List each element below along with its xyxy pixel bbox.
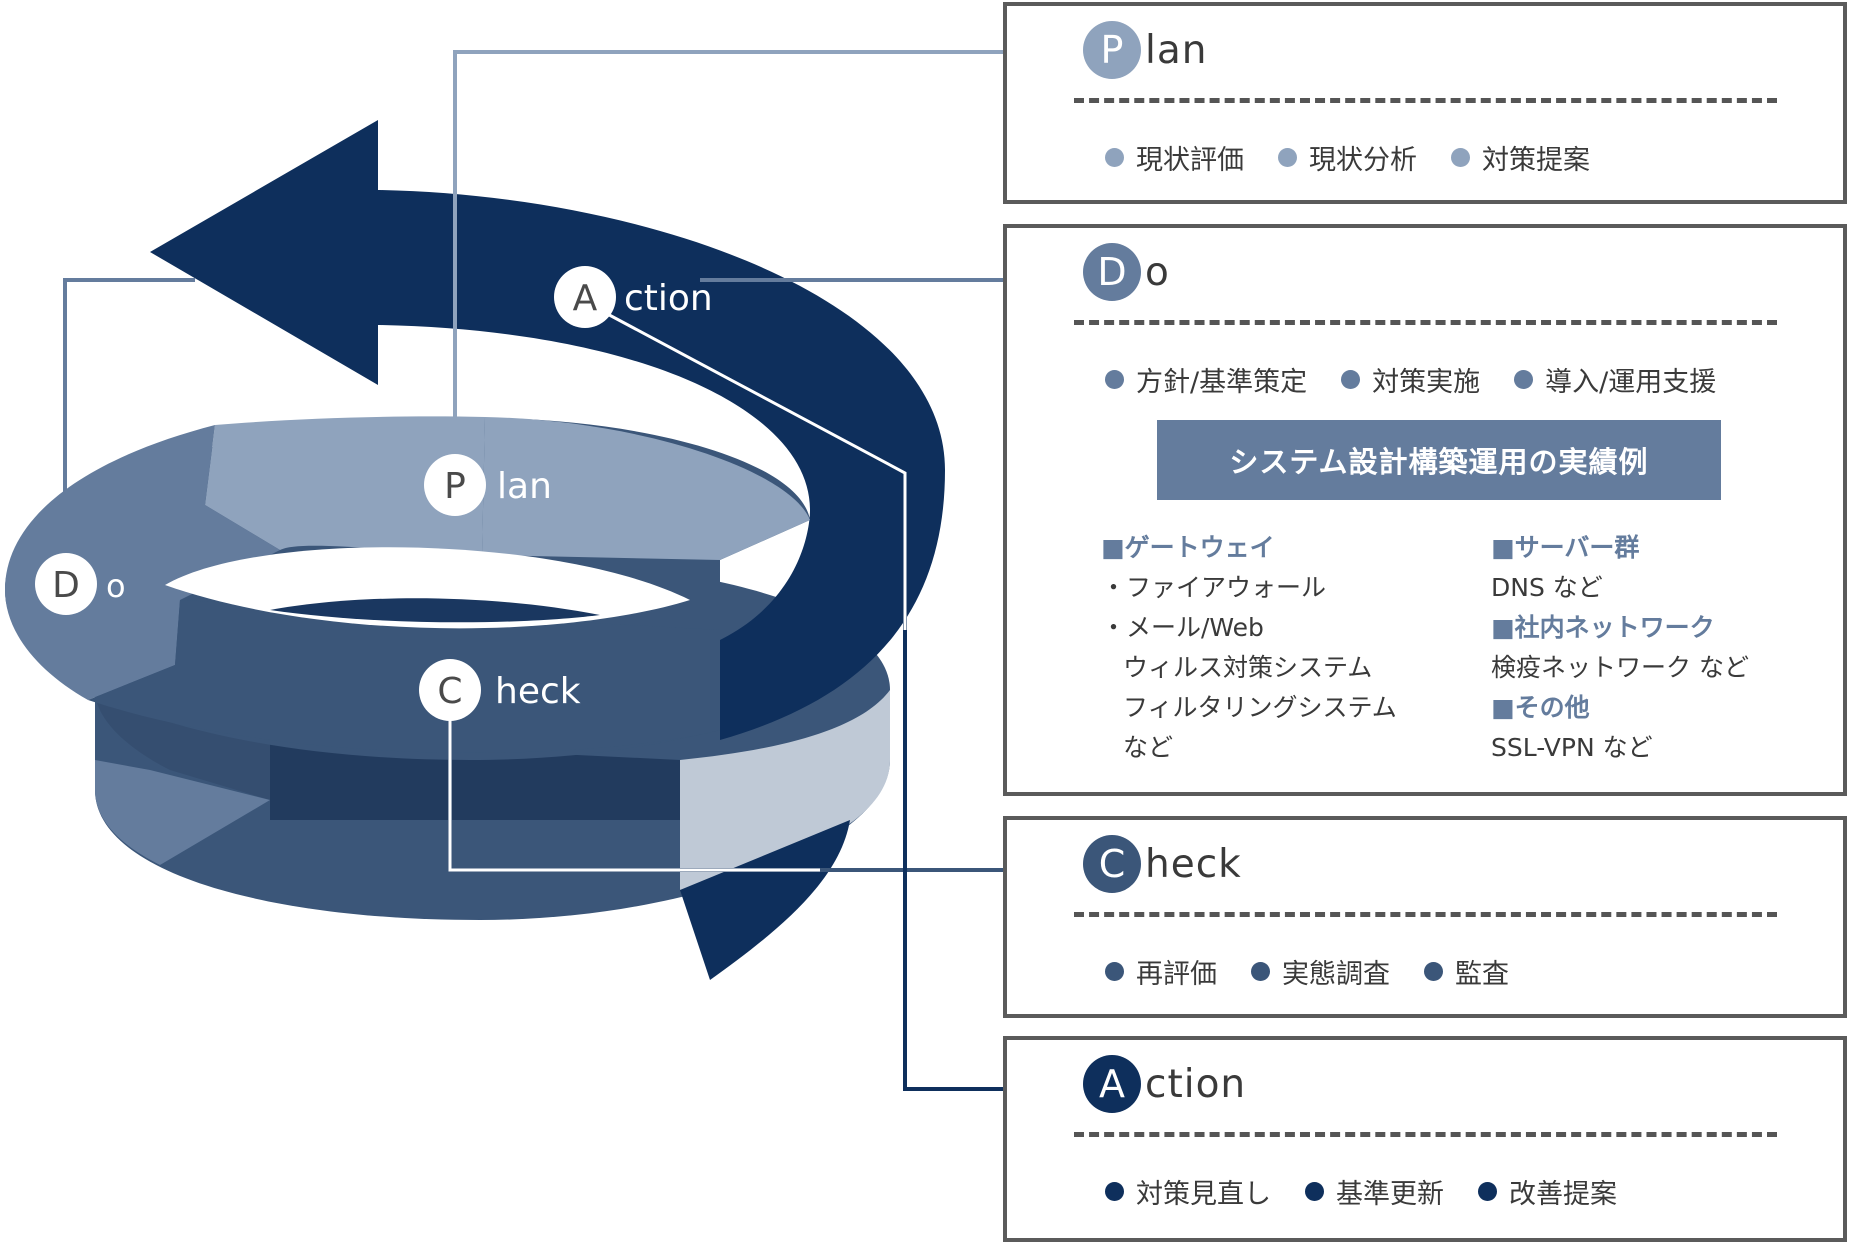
do-divider — [1074, 320, 1777, 325]
do-badge-circle — [35, 553, 97, 615]
spiral-label-plan: P lan — [424, 454, 552, 516]
check-label-rest: heck — [495, 671, 581, 712]
bullet-icon — [1278, 148, 1297, 167]
action-label-rest: ction — [624, 278, 713, 319]
action-title: ction — [1145, 1061, 1247, 1107]
plan-panel-header: P lan — [1083, 20, 1207, 80]
check-item-label: 実態調査 — [1282, 959, 1390, 990]
plan-item: 対策提案 — [1451, 138, 1590, 177]
bullet-icon — [1251, 962, 1270, 981]
plan-label-rest: lan — [497, 466, 552, 507]
column-line: DNS など — [1491, 573, 1603, 602]
spiral-label-do: D o — [35, 553, 126, 615]
action-item: 基準更新 — [1305, 1172, 1444, 1211]
column-line: フィルタリングシステム — [1123, 693, 1397, 722]
do-badge: D — [1083, 243, 1141, 301]
do-item-label: 対策実施 — [1372, 367, 1481, 398]
bullet-icon — [1424, 962, 1443, 981]
check-title: heck — [1145, 841, 1242, 887]
check-panel: C heck 再評価 実態調査 監査 — [1003, 816, 1847, 1018]
bullet-icon — [1341, 370, 1361, 389]
plan-item-label: 対策提案 — [1482, 145, 1590, 176]
do-item: 方針/基準策定 — [1105, 360, 1307, 399]
plan-item-label: 現状評価 — [1136, 145, 1244, 176]
bullet-icon — [1305, 1182, 1324, 1201]
action-panel-header: A ction — [1083, 1054, 1246, 1114]
action-item: 対策見直し — [1105, 1172, 1271, 1211]
check-item-label: 再評価 — [1136, 959, 1217, 990]
do-item: 導入/運用支援 — [1514, 360, 1716, 399]
plan-item: 現状評価 — [1105, 138, 1244, 177]
gateway-heading: ■ゲートウェイ — [1101, 533, 1275, 562]
check-connector-white — [448, 695, 820, 872]
internal-network-heading: ■社内ネットワーク — [1491, 613, 1715, 642]
check-item: 実態調査 — [1251, 952, 1390, 991]
action-item: 改善提案 — [1478, 1172, 1617, 1211]
action-badge-letter: A — [573, 278, 598, 319]
action-divider — [1074, 1132, 1777, 1137]
plan-divider — [1074, 98, 1777, 103]
bullet-icon — [1105, 148, 1124, 167]
plan-item-label: 現状分析 — [1309, 145, 1417, 176]
column-line: ・ファイアウォール — [1101, 573, 1327, 602]
action-badge-circle — [554, 266, 616, 328]
action-item-label: 対策見直し — [1136, 1179, 1271, 1210]
do-item-label: 方針/基準策定 — [1136, 367, 1308, 398]
do-item: 対策実施 — [1341, 360, 1480, 399]
column-line: SSL-VPN など — [1491, 733, 1653, 762]
plan-items: 現状評価 現状分析 対策提案 — [1105, 138, 1590, 177]
spiral-label-action: A ction — [554, 266, 713, 328]
do-title: o — [1145, 249, 1170, 295]
check-divider — [1074, 912, 1777, 917]
plan-badge-circle — [424, 454, 486, 516]
upper-ring — [5, 416, 810, 760]
action-item-label: 改善提案 — [1509, 1179, 1617, 1210]
spiral-label-check: C heck — [419, 659, 581, 721]
bullet-icon — [1105, 370, 1124, 389]
bullet-icon — [1105, 1182, 1124, 1201]
bullet-icon — [1514, 370, 1534, 389]
check-badge: C — [1083, 835, 1141, 893]
action-item-label: 基準更新 — [1336, 1179, 1444, 1210]
check-item: 監査 — [1424, 952, 1509, 991]
action-items: 対策見直し 基準更新 改善提案 — [1105, 1172, 1617, 1211]
plan-connector — [453, 50, 1085, 480]
do-item-label: 導入/運用支援 — [1545, 367, 1717, 398]
check-item-label: 監査 — [1455, 959, 1509, 990]
plan-badge: P — [1083, 21, 1141, 79]
check-badge-letter: C — [437, 671, 462, 712]
do-items: 方針/基準策定 対策実施 導入/運用支援 — [1105, 360, 1716, 399]
do-right-column: ■サーバー群 DNS など ■社内ネットワーク 検疫ネットワーク など ■その他… — [1491, 528, 1749, 768]
check-items: 再評価 実態調査 監査 — [1105, 952, 1509, 991]
check-badge-circle — [419, 659, 481, 721]
servers-heading: ■サーバー群 — [1491, 533, 1640, 562]
other-heading: ■その他 — [1491, 693, 1590, 722]
bullet-icon — [1478, 1182, 1497, 1201]
do-connector — [63, 278, 195, 570]
do-label-rest: o — [106, 567, 126, 605]
column-line: ウィルス対策システム — [1123, 653, 1373, 682]
check-item: 再評価 — [1105, 952, 1217, 991]
plan-item: 現状分析 — [1278, 138, 1417, 177]
check-panel-header: C heck — [1083, 834, 1242, 894]
do-left-column: ■ゲートウェイ ・ファイアウォール ・メール/Web ウィルス対策システム フィ… — [1101, 528, 1397, 768]
do-subheading: システム設計構築運用の実績例 — [1157, 420, 1721, 500]
bullet-icon — [1105, 962, 1124, 981]
do-panel-header: D o — [1083, 242, 1170, 302]
bullet-icon — [1451, 148, 1470, 167]
do-badge-letter: D — [52, 565, 80, 606]
column-line: ・メール/Web — [1101, 613, 1264, 642]
action-badge: A — [1083, 1055, 1141, 1113]
column-line: など — [1123, 733, 1174, 762]
action-panel: A ction 対策見直し 基準更新 改善提案 — [1003, 1036, 1847, 1242]
column-line: 検疫ネットワーク など — [1491, 653, 1749, 682]
plan-panel: P lan 現状評価 現状分析 対策提案 — [1003, 2, 1847, 204]
plan-title: lan — [1145, 27, 1208, 73]
action-connector-white — [599, 308, 907, 630]
do-panel: D o 方針/基準策定 対策実施 導入/運用支援 システム設計構築運用の実績例 … — [1003, 224, 1847, 796]
action-arrow — [150, 120, 945, 740]
plan-badge-letter: P — [444, 466, 466, 507]
